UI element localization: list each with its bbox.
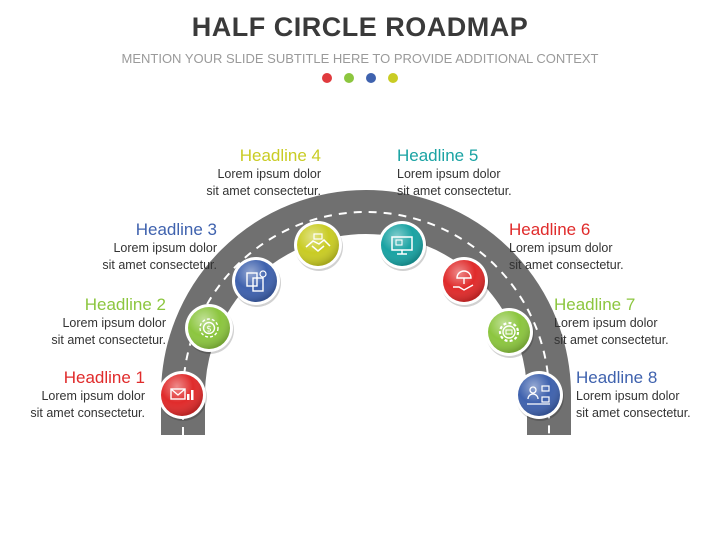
milestone-headline: Headline 3	[135, 220, 217, 239]
milestone-text-line: sit amet consectetur.	[51, 333, 166, 347]
milestone-marker-8	[515, 371, 564, 421]
marker-shine	[161, 374, 203, 416]
milestone-marker-5	[378, 221, 427, 271]
milestone-headline: Headline 4	[239, 146, 321, 165]
milestone-text-line: sit amet consectetur.	[206, 184, 321, 198]
milestone-marker-7	[485, 308, 534, 358]
accent-dot	[344, 73, 354, 83]
page-subtitle: MENTION YOUR SLIDE SUBTITLE HERE TO PROV…	[121, 51, 599, 66]
milestone-text-line: sit amet consectetur.	[576, 406, 691, 420]
milestone-text-line: Lorem ipsum dolor	[217, 167, 321, 181]
milestone-markers: $	[158, 221, 564, 421]
milestone-marker-3	[232, 257, 281, 307]
people-chart-icon	[527, 385, 550, 405]
marker-shine	[297, 224, 339, 266]
milestone-text-line: Lorem ipsum dolor	[397, 167, 501, 181]
marker-shine	[488, 311, 530, 353]
milestone-text-line: Lorem ipsum dolor	[576, 389, 680, 403]
page-title: HALF CIRCLE ROADMAP	[191, 12, 529, 42]
milestone-headline: Headline 1	[63, 368, 145, 387]
accent-dot	[388, 73, 398, 83]
milestone-label-4: Headline 4 Lorem ipsum dolor sit amet co…	[61, 146, 321, 200]
milestone-text-line: sit amet consectetur.	[397, 184, 512, 198]
milestone-text-line: Lorem ipsum dolor	[62, 316, 166, 330]
milestone-headline: Headline 6	[509, 220, 591, 239]
monitor-icon	[391, 236, 413, 255]
milestone-text-line: Lorem ipsum dolor	[113, 241, 217, 255]
milestone-label-2: Headline 2 Lorem ipsum dolor sit amet co…	[0, 295, 166, 349]
mail-chart-icon	[170, 388, 194, 400]
accent-dot	[366, 73, 376, 83]
milestone-headline: Headline 8	[576, 368, 658, 387]
accent-dot	[322, 73, 332, 83]
marker-shine	[235, 260, 277, 302]
milestone-text-line: sit amet consectetur.	[30, 406, 145, 420]
milestone-label-8: Headline 8 Lorem ipsum dolor sit amet co…	[576, 368, 720, 422]
hand-umbrella-icon	[453, 270, 474, 291]
handshake-icon	[305, 233, 331, 252]
milestone-marker-6	[440, 257, 489, 307]
milestone-text-line: Lorem ipsum dolor	[509, 241, 613, 255]
milestone-label-5: Headline 5 Lorem ipsum dolor sit amet co…	[397, 146, 657, 200]
milestone-label-1: Headline 1 Lorem ipsum dolor sit amet co…	[0, 368, 145, 422]
milestone-text-line: Lorem ipsum dolor	[554, 316, 658, 330]
documents-icon	[246, 270, 267, 292]
milestone-marker-4	[294, 221, 343, 271]
milestone-text-line: sit amet consectetur.	[102, 258, 217, 272]
accent-dots	[0, 73, 720, 83]
milestone-marker-1	[158, 371, 207, 421]
milestone-label-6: Headline 6 Lorem ipsum dolor sit amet co…	[509, 220, 720, 274]
milestone-marker-2: $	[185, 304, 234, 354]
money-gear-icon: $	[199, 318, 219, 338]
gear-icon	[498, 321, 520, 343]
milestone-label-7: Headline 7 Lorem ipsum dolor sit amet co…	[554, 295, 720, 349]
milestone-headline: Headline 5	[397, 146, 479, 165]
marker-shine	[188, 307, 230, 349]
marker-shine	[518, 374, 560, 416]
milestone-headline: Headline 2	[84, 295, 166, 314]
milestone-headline: Headline 7	[554, 295, 636, 314]
svg-text:$: $	[206, 325, 212, 335]
milestone-text-line: Lorem ipsum dolor	[41, 389, 145, 403]
milestone-text-line: sit amet consectetur.	[509, 258, 624, 272]
milestone-label-3: Headline 3 Lorem ipsum dolor sit amet co…	[0, 220, 217, 274]
milestone-text-line: sit amet consectetur.	[554, 333, 669, 347]
